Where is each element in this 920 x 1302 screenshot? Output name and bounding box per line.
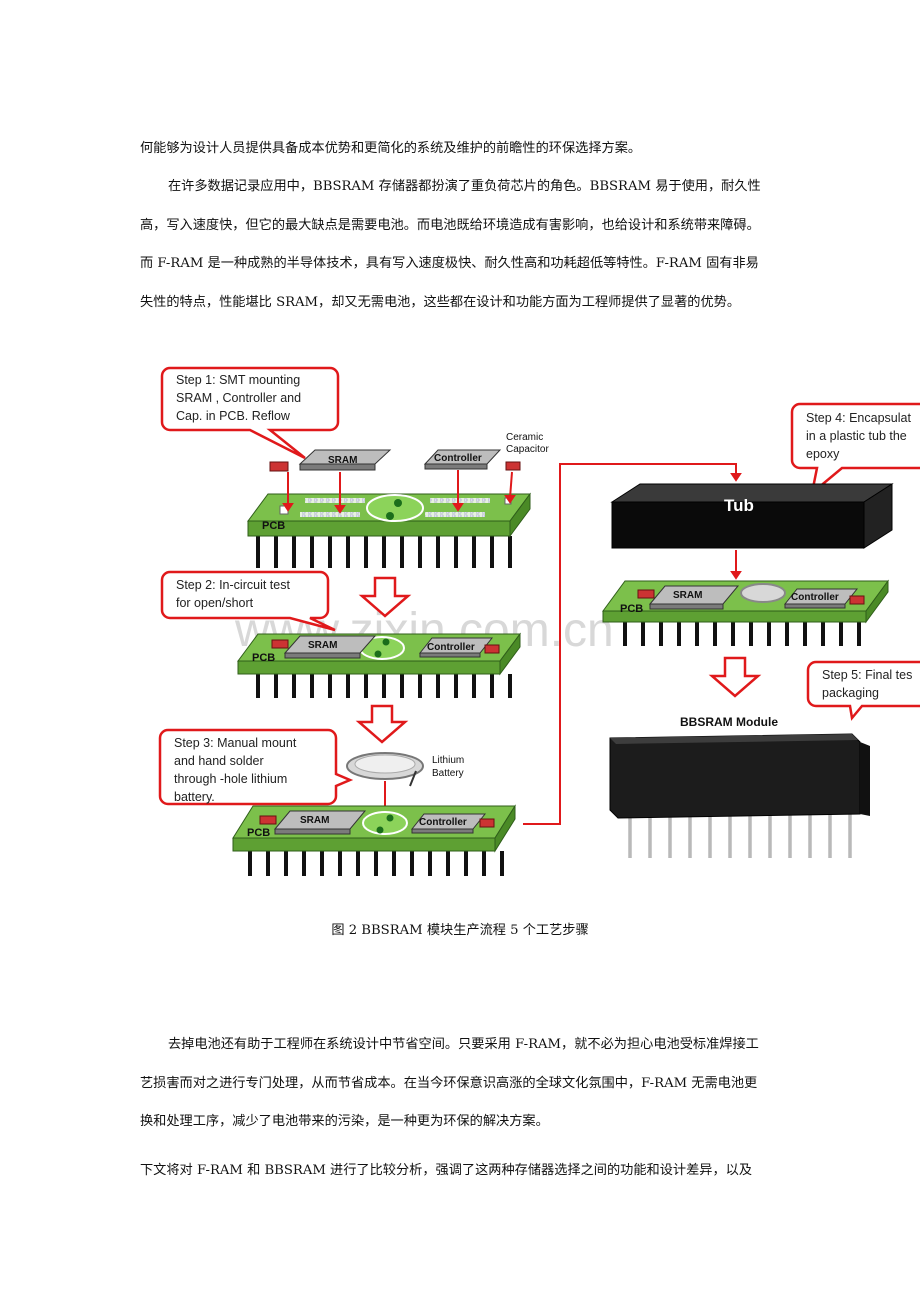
text-line-9: 下文将对 F-RAM 和 BBSRAM 进行了比较分析，强调了这两种存储器选择之… bbox=[140, 1163, 753, 1179]
bbsram-module bbox=[609, 733, 870, 858]
tub-label: Tub bbox=[724, 496, 754, 515]
bbsram-process-figure: www.zixin.com.cn bbox=[140, 346, 920, 886]
step3-line4: battery. bbox=[174, 790, 215, 804]
pcb-board-2: SRAM Controller PCB bbox=[237, 632, 521, 698]
down-arrow-1 bbox=[358, 576, 412, 618]
capacitor-1 bbox=[269, 461, 289, 472]
step2-callout: Step 2: In-circuit test for open/short bbox=[160, 570, 336, 632]
connector-line bbox=[523, 463, 742, 825]
down-arrow-2 bbox=[355, 704, 409, 744]
text-line-4: 而 F-RAM 是一种成熟的半导体技术，具有写入速度极快、耐久性高和功耗超低等特… bbox=[140, 256, 759, 272]
text-line-5: 失性的特点，性能堪比 SRAM，却又无需电池，这些都在设计和功能方面为工程师提供… bbox=[140, 295, 741, 311]
step5-callout: Step 5: Final tes packaging bbox=[806, 660, 920, 721]
pcb-board-3: SRAM Controller PCB bbox=[232, 804, 516, 876]
text-line-6: 去掉电池还有助于工程师在系统设计中节省空间。只要采用 F-RAM，就不必为担心电… bbox=[168, 1037, 759, 1053]
sram-label-3: SRAM bbox=[300, 815, 329, 826]
text-line-1: 何能够为设计人员提供具备成本优势和更简化的系统及维护的前瞻性的环保选择方案。 bbox=[140, 141, 642, 157]
sram-label-4: SRAM bbox=[673, 590, 702, 601]
step3-line3: through -hole lithium bbox=[174, 772, 287, 786]
controller-chip-1: Controller bbox=[423, 449, 502, 470]
sram-label-2: SRAM bbox=[308, 640, 337, 651]
pcb-label-2: PCB bbox=[252, 652, 275, 664]
sram-chip-1: SRAM bbox=[298, 449, 392, 471]
step4-callout: Step 4: Encapsulat in a plastic tub the … bbox=[790, 402, 920, 497]
controller-label-1: Controller bbox=[434, 453, 482, 464]
pcb-label-1: PCB bbox=[262, 520, 285, 532]
text-line-8: 换和处理工序，减少了电池带来的污染，是一种更为环保的解决方案。 bbox=[140, 1114, 549, 1130]
step1-callout: Step 1: SMT mounting SRAM , Controller a… bbox=[160, 366, 340, 460]
ceramic-label-1: Ceramic bbox=[506, 432, 543, 443]
ceramic-label-2: Capacitor bbox=[506, 444, 549, 455]
pins-1 bbox=[256, 536, 512, 568]
step4-line2: in a plastic tub the bbox=[806, 429, 907, 443]
step3-callout: Step 3: Manual mount and hand solder thr… bbox=[158, 728, 354, 806]
pcb-board-1: PCB bbox=[247, 492, 531, 568]
text-line-2: 在许多数据记录应用中，BBSRAM 存储器都扮演了重负荷芯片的角色。BBSRAM… bbox=[168, 179, 761, 195]
module-label: BBSRAM Module bbox=[680, 715, 778, 729]
step3-line1: Step 3: Manual mount bbox=[174, 736, 297, 750]
lithium-label-1: Lithium bbox=[432, 755, 464, 766]
pcb-board-4: SRAM Controller PCB bbox=[602, 579, 889, 646]
down-arrow-3 bbox=[708, 656, 762, 698]
figure-caption: 图 2 BBSRAM 模块生产流程 5 个工艺步骤 bbox=[331, 923, 589, 939]
tub: Tub bbox=[610, 483, 894, 549]
text-line-7: 艺损害而对之进行专门处理，从而节省成本。在当今环保意识高涨的全球文化氛围中，F-… bbox=[140, 1076, 758, 1092]
step1-line2: SRAM , Controller and bbox=[176, 391, 301, 405]
step2-line1: Step 2: In-circuit test bbox=[176, 578, 290, 592]
step1-line1: Step 1: SMT mounting bbox=[176, 373, 300, 387]
step5-line2: packaging bbox=[822, 686, 879, 700]
pcb-label-3: PCB bbox=[247, 827, 270, 839]
ceramic-capacitor bbox=[505, 461, 521, 471]
lithium-label-2: Battery bbox=[432, 768, 464, 779]
step4-line3: epoxy bbox=[806, 447, 840, 461]
step1-line3: Cap. in PCB. Reflow bbox=[176, 409, 291, 423]
step2-line2: for open/short bbox=[176, 596, 254, 610]
step4-line1: Step 4: Encapsulat bbox=[806, 411, 911, 425]
lithium-battery: Lithium Battery bbox=[346, 752, 464, 787]
tub-arrow bbox=[730, 550, 742, 580]
mount-arrows bbox=[282, 470, 516, 514]
pcb-label-4: PCB bbox=[620, 603, 643, 615]
step5-line1: Step 5: Final tes bbox=[822, 668, 912, 682]
text-line-3: 高，写入速度快，但它的最大缺点是需要电池。而电池既给环境造成有害影响，也给设计和… bbox=[140, 218, 760, 234]
sram-label-1: SRAM bbox=[328, 455, 357, 466]
step3-line2: and hand solder bbox=[174, 754, 264, 768]
controller-label-4: Controller bbox=[791, 592, 839, 603]
process-diagram: www.zixin.com.cn bbox=[158, 366, 920, 876]
controller-label-2: Controller bbox=[427, 642, 475, 653]
controller-label-3: Controller bbox=[419, 817, 467, 828]
